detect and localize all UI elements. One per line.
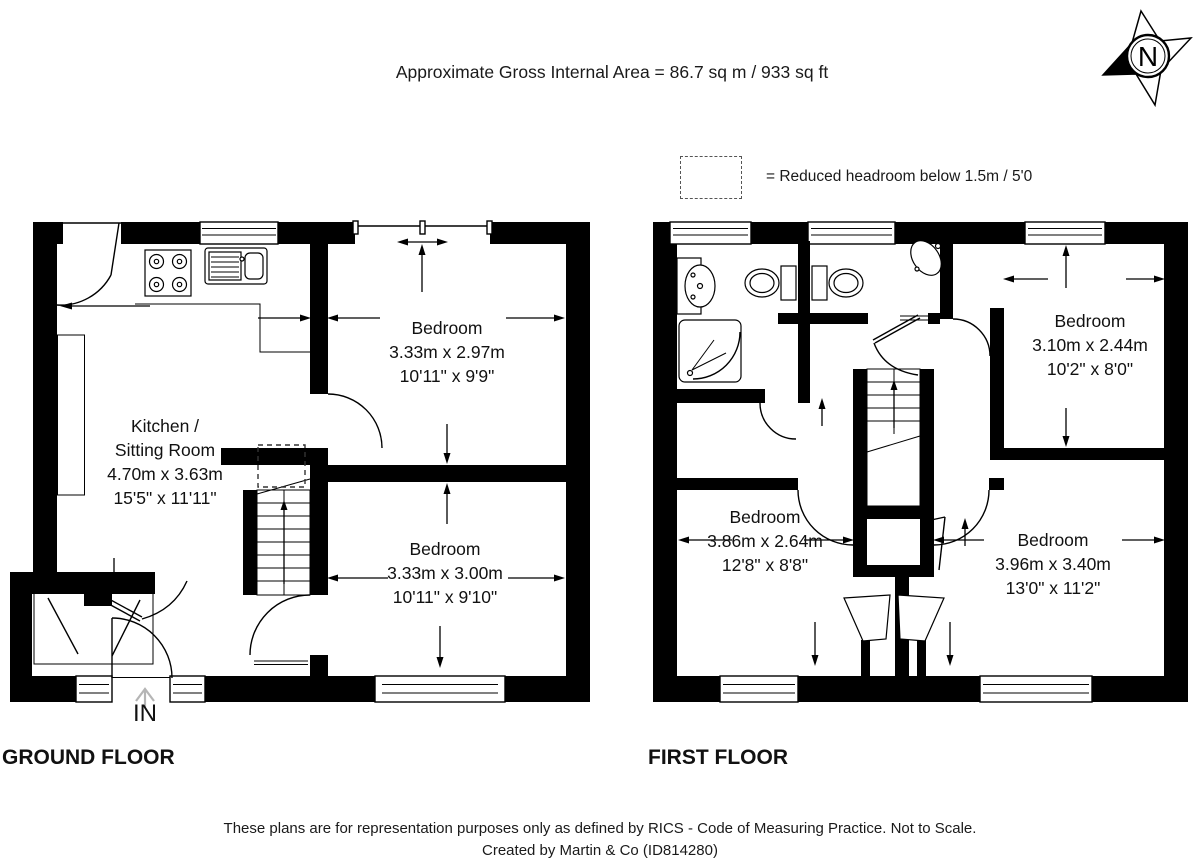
basin-icon — [676, 257, 716, 315]
page-title: Approximate Gross Internal Area = 86.7 s… — [395, 62, 829, 82]
room-dimensions-imperial: 15'5" x 11'11" — [113, 488, 217, 508]
doors — [33, 222, 383, 679]
room-dimensions-imperial: 10'2" x 8'0" — [1046, 359, 1134, 379]
reduced-headroom-area — [257, 444, 306, 488]
toilet-icon — [811, 265, 864, 301]
room-name: Bedroom — [1054, 311, 1126, 331]
sink-icon — [204, 247, 268, 285]
room-dimensions-imperial: 10'11" x 9'10" — [392, 587, 498, 607]
room-name: Bedroom — [411, 318, 483, 338]
room-dimensions-imperial: 13'0" x 11'2" — [1005, 578, 1101, 598]
credit-text: Created by Martin & Co (ID814280) — [482, 842, 718, 859]
room-name: Bedroom — [409, 539, 481, 559]
interior-walls — [221, 244, 566, 676]
dimension-arrows — [678, 245, 1165, 666]
room-label-kitchen-sitting-room: Kitchen / Sitting Room 4.70m x 3.63m 15'… — [40, 414, 290, 510]
kitchen-counter — [57, 303, 310, 496]
room-dimensions-metric: 4.70m x 3.63m — [107, 464, 223, 484]
room-dimensions-imperial: 12'8" x 8'8" — [721, 555, 809, 575]
windows — [669, 221, 1106, 703]
shower-icon — [678, 319, 742, 383]
room-name: Kitchen / — [130, 416, 200, 436]
doors — [759, 314, 991, 642]
room-label-ff-bedroom-2: Bedroom 3.86m x 2.64m 12'8" x 8'8" — [650, 505, 880, 577]
room-name: Bedroom — [1017, 530, 1089, 550]
first-floor-plan — [653, 221, 1188, 703]
ground-floor-plan — [10, 220, 590, 707]
ground-floor-title: GROUND FLOOR — [2, 746, 175, 769]
room-dimensions-metric: 3.10m x 2.44m — [1032, 335, 1148, 355]
stove-icon — [144, 249, 192, 297]
room-dimensions-imperial: 10'11" x 9'9" — [399, 366, 495, 386]
room-name: Sitting Room — [114, 440, 216, 460]
reduced-headroom-legend-swatch — [680, 156, 742, 199]
windows — [75, 220, 506, 703]
room-dimensions-metric: 3.86m x 2.64m — [707, 531, 823, 551]
room-label-ff-bedroom-3: Bedroom 3.96m x 3.40m 13'0" x 11'2" — [938, 528, 1168, 600]
interior-walls — [677, 241, 1188, 676]
room-label-gf-bedroom-2: Bedroom 3.33m x 3.00m 10'11" x 9'10" — [330, 537, 560, 609]
room-dimensions-metric: 3.96m x 3.40m — [995, 554, 1111, 574]
stairs-icon — [866, 368, 921, 507]
room-label-gf-bedroom-1: Bedroom 3.33m x 2.97m 10'11" x 9'9" — [332, 316, 562, 388]
room-name: Bedroom — [729, 507, 801, 527]
exterior-walls — [653, 222, 1188, 702]
room-dimensions-metric: 3.33m x 2.97m — [389, 342, 505, 362]
disclaimer-text: These plans are for representation purpo… — [223, 820, 977, 837]
stairs-icon — [256, 478, 311, 596]
room-dimensions-metric: 3.33m x 3.00m — [387, 563, 503, 583]
corner-basin-icon — [910, 240, 942, 276]
room-label-ff-bedroom-1: Bedroom 3.10m x 2.44m 10'2" x 8'0" — [975, 309, 1200, 381]
reduced-headroom-legend-text: = Reduced headroom below 1.5m / 5'0 — [766, 168, 1033, 185]
exterior-walls — [10, 222, 590, 702]
compass-north-icon: N — [1101, 9, 1193, 108]
dimension-arrows — [60, 238, 565, 668]
entrance-label: IN — [133, 700, 157, 727]
entrance-arrow-icon — [135, 687, 155, 707]
compass-label: N — [1138, 41, 1158, 72]
toilet-icon — [744, 265, 797, 301]
first-floor-title: FIRST FLOOR — [648, 746, 788, 769]
